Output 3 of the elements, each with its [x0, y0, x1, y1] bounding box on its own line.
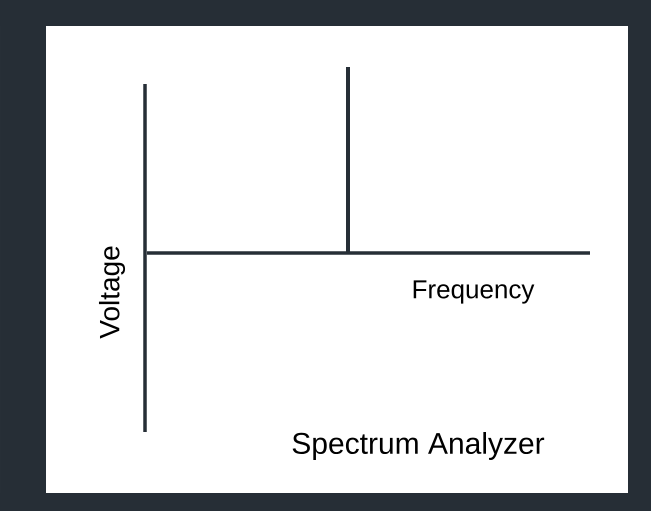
- axis-label: Voltage: [98, 246, 126, 339]
- axis-label: Frequency: [414, 280, 534, 304]
- title-text: Spectrum Analyzer: [292, 432, 544, 460]
